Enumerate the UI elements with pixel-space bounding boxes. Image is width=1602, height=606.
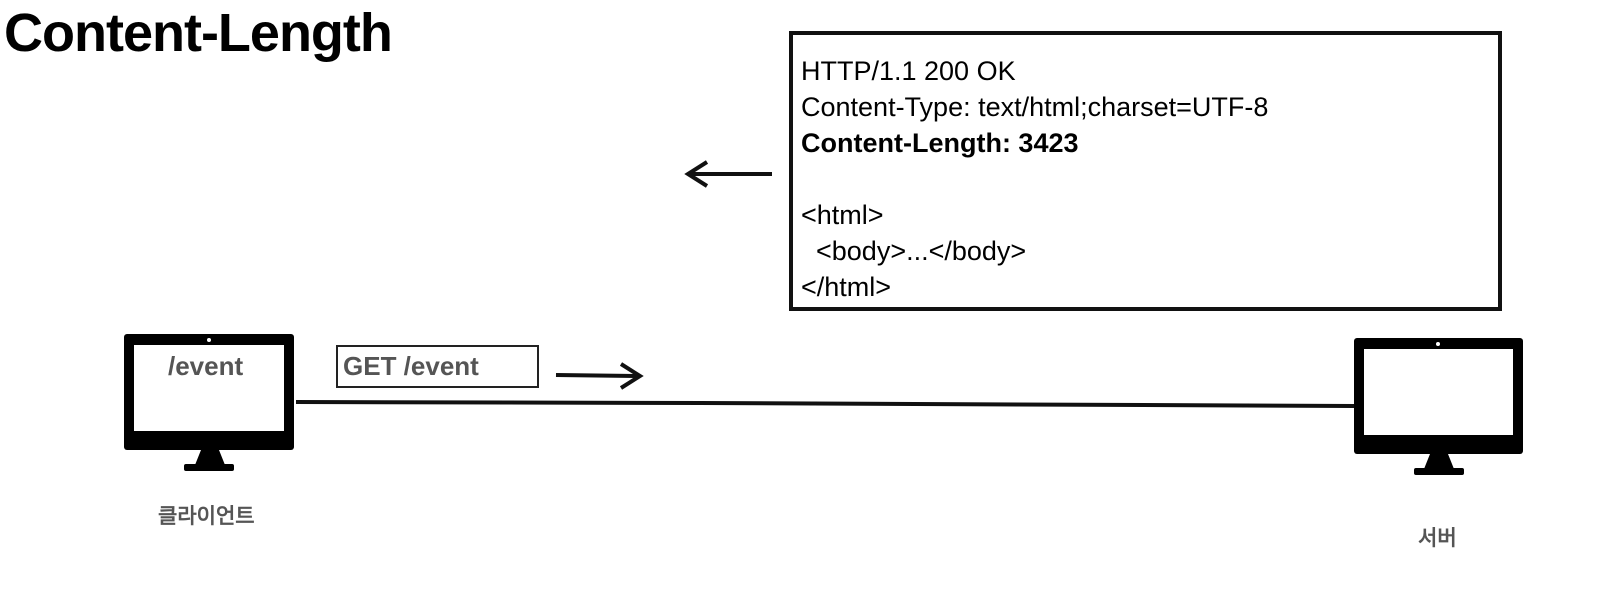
response-body-line: <html> — [801, 200, 884, 230]
response-body-line: </html> — [801, 272, 892, 302]
response-content-type-header: Content-Type: text/html;charset=UTF-8 — [801, 92, 1269, 122]
page-title: Content-Length — [4, 3, 393, 63]
http-response-box: HTTP/1.1 200 OK Content-Type: text/html;… — [789, 31, 1502, 311]
http-request-box: GET /event — [336, 345, 539, 388]
connection-line — [295, 400, 1355, 408]
request-arrow-right-icon — [555, 362, 644, 390]
response-status-line: HTTP/1.1 200 OK — [801, 56, 1016, 86]
server-label: 서버 — [1418, 526, 1457, 550]
response-arrow-left-icon — [684, 160, 772, 188]
client-label: 클라이언트 — [158, 504, 255, 528]
client-screen-url: /event — [168, 351, 244, 381]
response-body-line: <body>...</body> — [801, 236, 1027, 266]
response-content-length-header: Content-Length: 3423 — [801, 128, 1079, 158]
request-label: GET /event — [343, 351, 479, 381]
